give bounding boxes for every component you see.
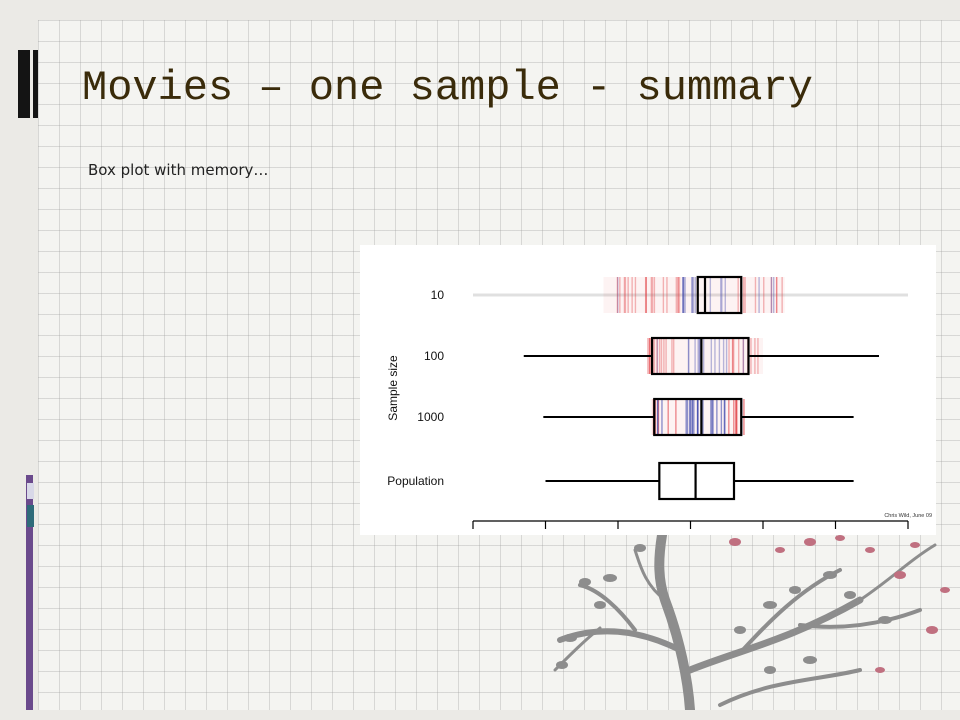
slide-title: Movies – one sample - summary	[82, 64, 813, 112]
boxes	[523, 275, 879, 501]
left-accent-block	[27, 483, 34, 499]
memory-shade	[603, 277, 785, 313]
left-accent-block-teal	[27, 505, 34, 527]
category-label: 1000	[417, 410, 444, 424]
category-label: 10	[431, 288, 445, 302]
category-label: 100	[424, 349, 444, 363]
memory-shade	[647, 338, 763, 374]
title-accent-bar-thin	[33, 50, 38, 118]
chart-credit: Chris Wild, June 09	[884, 513, 932, 519]
box-1000	[653, 397, 743, 437]
tree-illustration-icon	[553, 530, 950, 710]
category-label: Population	[387, 474, 444, 488]
title-accent-bar	[18, 50, 30, 118]
left-accent-bar	[26, 475, 33, 710]
x-axis	[472, 520, 909, 529]
memory-traces	[473, 277, 908, 435]
memory-shade	[650, 399, 745, 435]
y-axis-label: Sample size	[386, 355, 400, 421]
box-10	[696, 275, 743, 315]
slide-subtitle: Box plot with memory…	[88, 161, 269, 179]
